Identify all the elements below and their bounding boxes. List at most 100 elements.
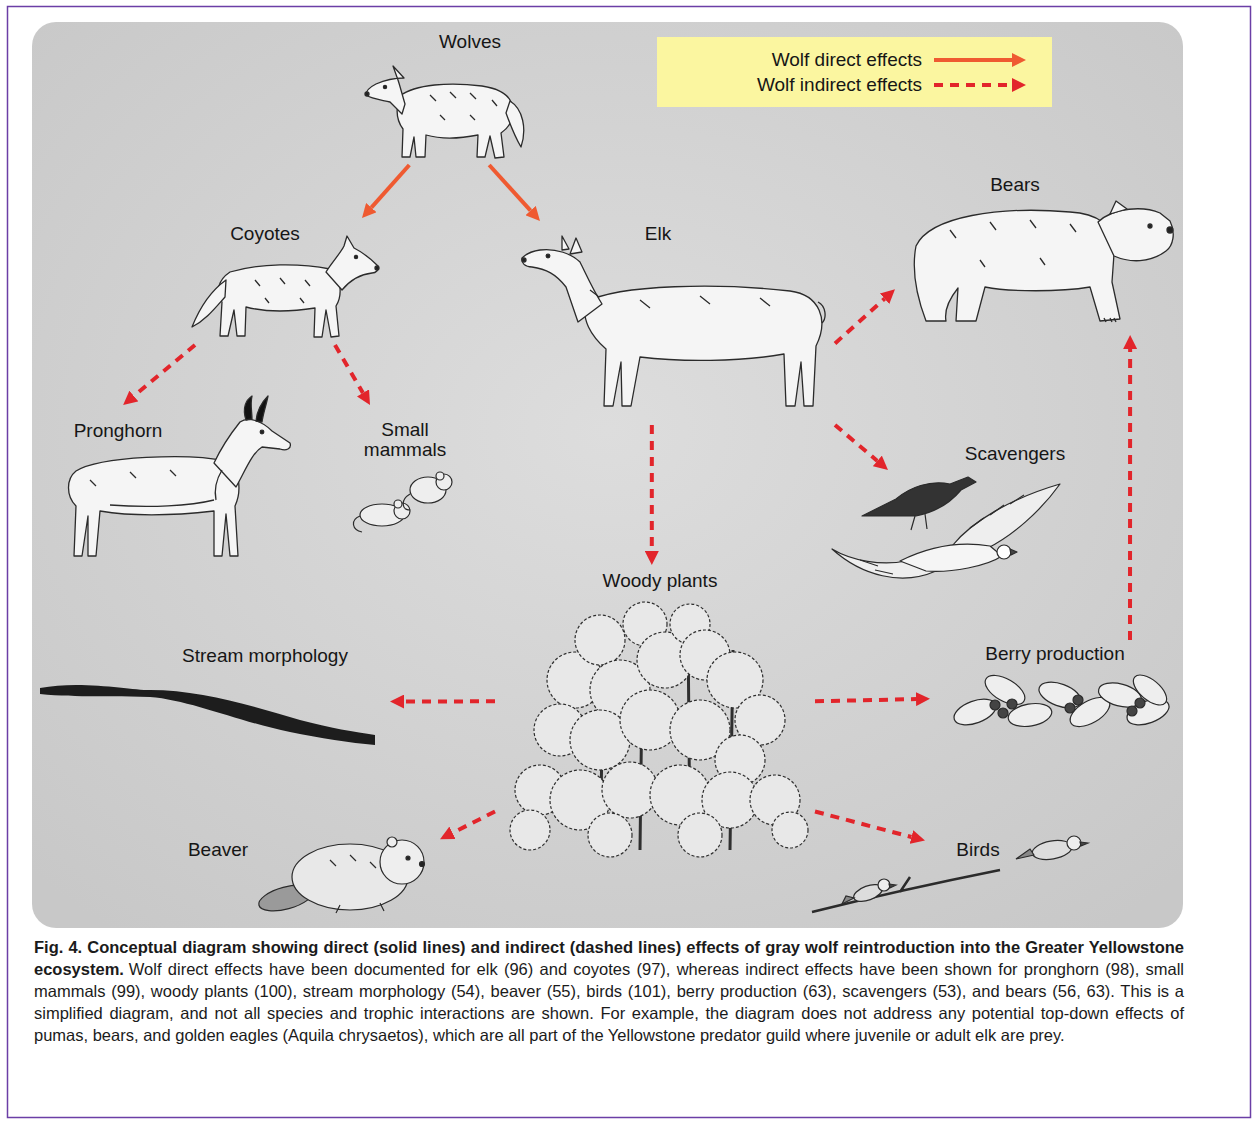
species-node: Coyotes	[185, 218, 385, 345]
species-node: Pronghorn	[36, 405, 300, 565]
small-mammals-drawing	[353, 516, 362, 532]
direct-effect-arrow	[489, 165, 530, 211]
scavengers-drawing	[911, 514, 927, 530]
species-node: Bears	[895, 172, 1180, 335]
berry-drawing	[980, 669, 1029, 710]
indirect-effect-arrow	[335, 345, 363, 393]
woody-plants-drawing	[510, 602, 808, 857]
woody-plants-drawing	[620, 690, 680, 750]
scavengers-drawing	[997, 545, 1011, 559]
bear-drawing	[1110, 201, 1127, 214]
node-label: Wolves	[439, 32, 501, 52]
frame-border	[8, 7, 1251, 1118]
small-mammals-drawing	[394, 500, 402, 508]
legend-arrow-line	[934, 83, 1012, 87]
coyote-drawing	[192, 280, 226, 327]
pronghorn-drawing	[256, 396, 268, 422]
scavengers-drawing	[832, 477, 1060, 578]
legend-arrow-sample	[930, 48, 1030, 72]
beaver-drawing	[420, 862, 425, 867]
woody-plants-drawing	[510, 602, 808, 857]
indirect-effect-arrow	[650, 425, 654, 551]
small-mammals-drawing	[353, 472, 452, 532]
node-label: Berry production	[985, 644, 1124, 664]
birds-drawing	[889, 884, 896, 888]
coyote-drawing	[354, 255, 357, 258]
indirect-effect-arrow	[1128, 349, 1132, 640]
berry-drawing	[990, 700, 1000, 710]
beaver-drawing	[256, 837, 424, 916]
elk-drawing	[522, 250, 602, 322]
birds-drawing	[842, 896, 854, 904]
legend-row: Wolf direct effects	[657, 47, 1052, 72]
node-label: Woody plants	[603, 571, 718, 591]
node-label: Birds	[956, 840, 999, 860]
bear-drawing	[1098, 209, 1173, 261]
node-label: Small mammals	[355, 420, 455, 460]
legend-arrow-line	[934, 58, 1012, 62]
birds-drawing	[878, 879, 890, 891]
indirect-effect-arrow	[835, 299, 885, 344]
elk-drawing	[585, 286, 822, 406]
node-label: Bears	[990, 175, 1040, 195]
legend-box: Wolf direct effectsWolf indirect effects	[657, 37, 1052, 107]
woody-plants-drawing	[510, 810, 550, 850]
beaver-drawing	[387, 837, 397, 847]
berry-drawing	[990, 695, 1145, 718]
bear-drawing	[950, 220, 1116, 322]
elk-drawing	[570, 238, 582, 254]
pronghorn-drawing	[90, 470, 222, 506]
birds-drawing	[1067, 836, 1081, 850]
direct-effect-arrow	[371, 165, 409, 208]
scavengers-drawing	[1010, 549, 1017, 555]
elk-drawing	[522, 258, 526, 262]
wolf-drawing	[365, 66, 524, 158]
pronghorn-drawing	[214, 419, 290, 487]
species-node: Wolves	[360, 28, 530, 165]
wolf-drawing	[383, 85, 386, 88]
beaver-drawing	[380, 840, 424, 884]
coyote-drawing	[375, 266, 379, 270]
species-node: Scavengers	[888, 440, 1072, 590]
indirect-effect-arrow	[815, 699, 916, 701]
node-label: Pronghorn	[74, 421, 163, 441]
legend-text: Wolf indirect effects	[657, 75, 922, 94]
elk-drawing	[590, 290, 825, 323]
woody-plants-drawing	[575, 615, 625, 665]
caption-text: Wolf direct effects have been documented…	[34, 960, 1184, 1044]
species-node: Beaver	[168, 835, 440, 918]
berry-drawing	[951, 694, 1000, 730]
legend-arrow-sample	[930, 73, 1030, 97]
node-label: Coyotes	[230, 224, 300, 244]
indirect-effect-arrow	[815, 812, 911, 838]
species-node: Elk	[505, 221, 835, 425]
berry-drawing	[998, 708, 1008, 718]
birds-drawing	[1016, 849, 1034, 859]
species-node: Stream morphology	[36, 640, 390, 750]
indirect-effect-arrow	[134, 345, 195, 396]
scavengers-drawing	[952, 484, 1060, 549]
legend-text: Wolf direct effects	[657, 50, 922, 69]
pronghorn-drawing	[244, 396, 252, 420]
berry-drawing	[951, 669, 1173, 732]
coyote-drawing	[192, 236, 379, 337]
wolf-drawing	[430, 92, 497, 120]
node-label: Stream morphology	[182, 646, 348, 666]
stream-drawing	[40, 685, 375, 745]
legend-row: Wolf indirect effects	[657, 72, 1052, 97]
coyote-drawing	[255, 278, 310, 303]
node-label: Beaver	[188, 840, 248, 860]
berry-drawing	[1073, 695, 1083, 705]
figure-caption: Fig. 4. Conceptual diagram showing direc…	[34, 936, 1184, 1046]
bear-drawing	[1148, 224, 1152, 228]
woody-plants-drawing	[678, 813, 722, 857]
wolf-drawing	[397, 84, 513, 158]
panel-background	[32, 22, 1183, 928]
berry-drawing	[1135, 698, 1145, 708]
berry-drawing	[1128, 669, 1171, 710]
coyote-drawing	[326, 236, 378, 290]
bear-drawing	[914, 210, 1120, 321]
stream-drawing	[40, 685, 375, 745]
node-label: Elk	[645, 224, 671, 244]
scavengers-drawing	[860, 495, 1024, 574]
